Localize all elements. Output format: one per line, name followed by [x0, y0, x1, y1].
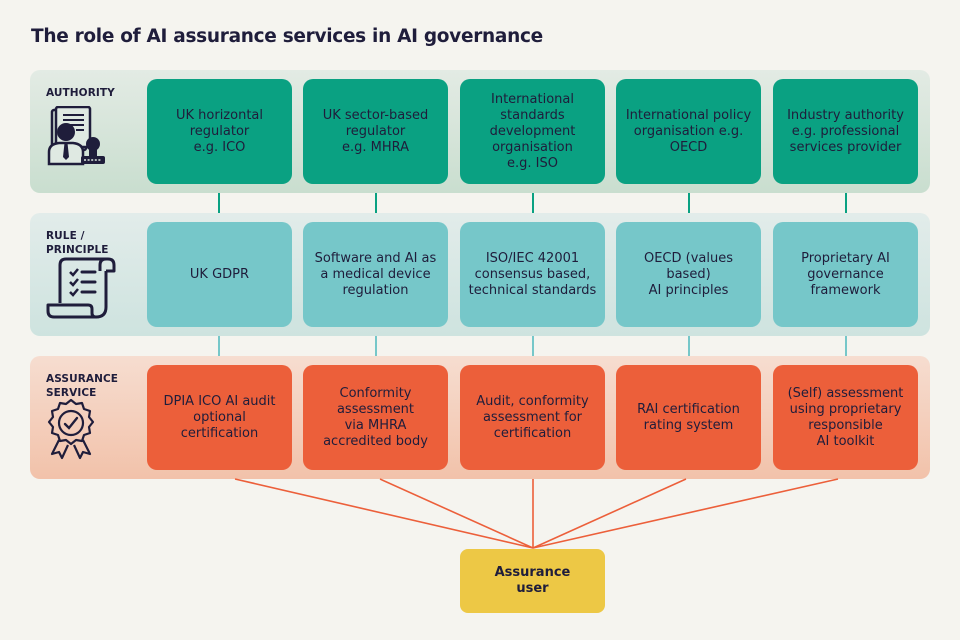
fan-line-5 — [532, 478, 839, 549]
rule-principle-row-label: RULE / PRINCIPLE — [46, 230, 109, 256]
connector-authority-rule-3 — [532, 193, 534, 213]
connector-rule-assurance-3 — [532, 336, 534, 356]
connector-rule-assurance-2 — [375, 336, 377, 356]
authority-box-uk-sector-regulator: UK sector-based regulator e.g. MHRA — [303, 79, 448, 184]
rule-box-oecd-principles: OECD (values based) AI principles — [616, 222, 761, 327]
checklist-scroll-icon — [46, 257, 118, 323]
connector-authority-rule-5 — [845, 193, 847, 213]
fan-line-2 — [379, 478, 534, 549]
fan-line-4 — [532, 478, 687, 549]
authority-box-international-standards-org: International standards development orga… — [460, 79, 605, 184]
rule-box-uk-gdpr: UK GDPR — [147, 222, 292, 327]
connector-authority-rule-4 — [688, 193, 690, 213]
assurance-box-dpia-ico-audit: DPIA ICO AI audit optional certification — [147, 365, 292, 470]
connector-authority-rule-1 — [218, 193, 220, 213]
rule-principle-row: RULE / PRINCIPLE UK GDPR Software and AI… — [30, 213, 930, 336]
assurance-box-audit-conformity: Audit, conformity assessment for certifi… — [460, 365, 605, 470]
connector-rule-assurance-1 — [218, 336, 220, 356]
authority-row: AUTHORITY UK horizontal regulator e.g. I… — [30, 70, 930, 193]
rule-box-proprietary-framework: Proprietary AI governance framework — [773, 222, 918, 327]
assurance-box-self-assessment: (Self) assessment using proprietary resp… — [773, 365, 918, 470]
assurance-user-box: Assurance user — [460, 549, 605, 613]
assurance-service-row: ASSURANCE SERVICE DPIA ICO AI audit opti… — [30, 356, 930, 479]
assurance-box-mhra-conformity: Conformity assessment via MHRA accredite… — [303, 365, 448, 470]
authority-row-label: AUTHORITY — [46, 87, 115, 99]
connector-rule-assurance-4 — [688, 336, 690, 356]
connector-authority-rule-2 — [375, 193, 377, 213]
authority-box-international-policy-org: International policy organisation e.g. O… — [616, 79, 761, 184]
assurance-service-row-label: ASSURANCE SERVICE — [46, 373, 119, 399]
certificate-badge-icon — [46, 398, 96, 464]
rule-box-samd-regulation: Software and AI as a medical device regu… — [303, 222, 448, 327]
authority-box-industry-authority: Industry authority e.g. professional ser… — [773, 79, 918, 184]
diagram-title: The role of AI assurance services in AI … — [31, 26, 543, 47]
connector-rule-assurance-5 — [845, 336, 847, 356]
assurance-box-rai-certification: RAI certification rating system — [616, 365, 761, 470]
authority-person-stamp-icon — [46, 105, 108, 172]
authority-box-uk-horizontal-regulator: UK horizontal regulator e.g. ICO — [147, 79, 292, 184]
fan-line-1 — [234, 478, 534, 549]
rule-box-iso-42001: ISO/IEC 42001 consensus based, technical… — [460, 222, 605, 327]
